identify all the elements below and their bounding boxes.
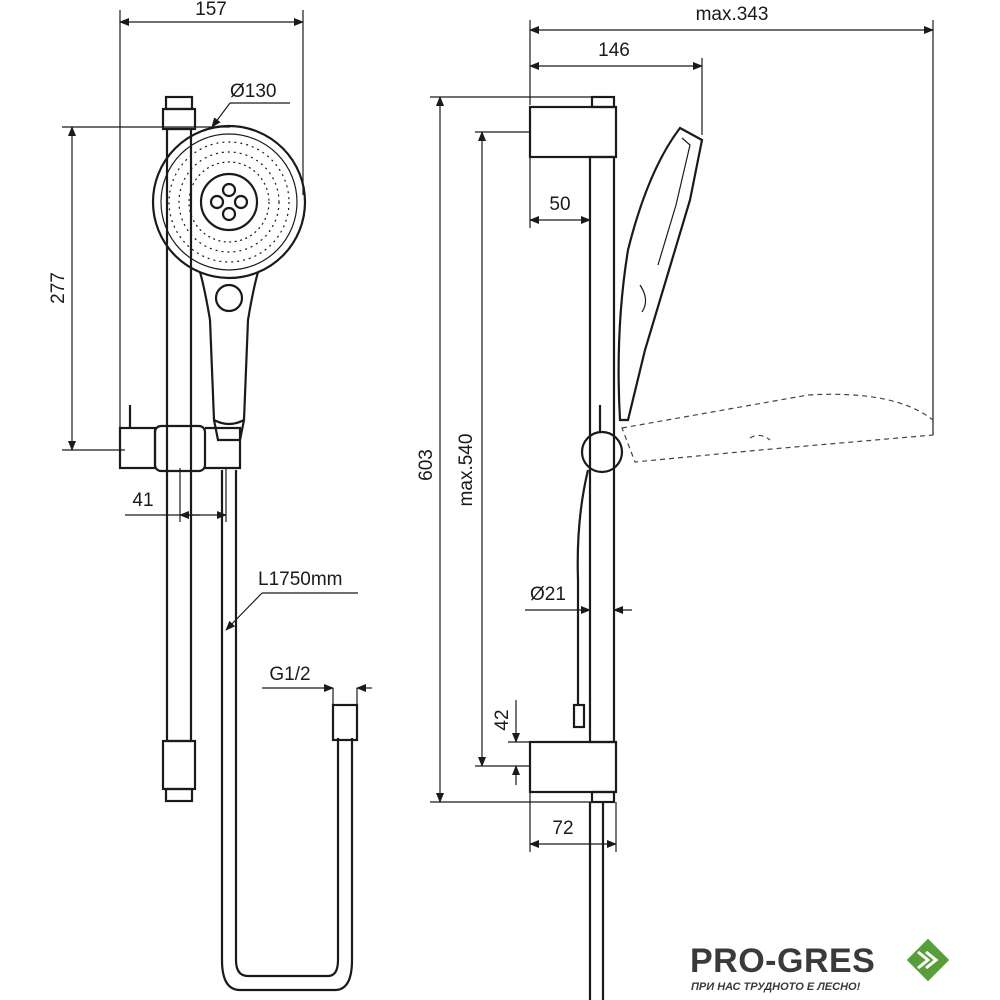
dim-157-label: 157 <box>195 0 227 20</box>
dim-42-label: 42 <box>492 709 513 730</box>
shower-head-side <box>617 126 704 422</box>
side-view: max.343 146 603 max.540 50 <box>416 4 934 1000</box>
spray-nozzles-outer <box>168 141 290 263</box>
rail-bar <box>165 127 193 743</box>
dim-72-label: 72 <box>552 818 573 839</box>
shower-head-ring <box>160 133 298 271</box>
leader-line <box>225 592 263 631</box>
dim-max540-label: max.540 <box>456 434 477 507</box>
rail-top-cap <box>164 95 194 111</box>
handle-connector <box>212 419 246 442</box>
center-nozzle <box>209 194 225 210</box>
rail-bottom-bracket <box>528 740 618 794</box>
spray-nozzles-inner <box>188 161 270 243</box>
hose-nut <box>331 703 359 742</box>
center-nozzle <box>221 182 237 198</box>
leader-line <box>211 102 231 128</box>
slider-knob <box>118 426 157 470</box>
logo-tagline: ПРИ НАС ТРУДНОТО Е ЛЕСНО! <box>691 981 861 993</box>
shower-head-center <box>199 172 259 232</box>
hose-side <box>576 469 590 705</box>
selector-button-side <box>639 284 647 313</box>
rail-bottom-cap <box>590 790 616 804</box>
shower-head-outer <box>151 124 307 280</box>
dim-d21-label: Ø21 <box>530 584 566 605</box>
dim-d130-label: Ø130 <box>230 81 276 102</box>
shower-hose-outer <box>220 470 354 992</box>
rail-bottom-cap <box>164 787 194 803</box>
front-view: 157 Ø130 277 <box>48 0 372 992</box>
slider-body <box>153 424 207 473</box>
logo-name: PRO-GRES <box>690 942 875 980</box>
spray-selector-button <box>214 283 244 313</box>
rail-bottom-bracket <box>161 739 197 791</box>
hose-connector-side <box>572 703 586 729</box>
rail-top-cap <box>590 95 616 109</box>
shower-head-tilted-dashed <box>621 393 934 463</box>
shower-head-face <box>657 137 691 266</box>
dim-50-label: 50 <box>549 194 570 215</box>
dim-277-label: 277 <box>48 272 69 304</box>
thread-label: G1/2 <box>269 664 310 685</box>
shower-handle <box>198 271 260 426</box>
slider-knob-side <box>580 430 624 474</box>
dim-41-label: 41 <box>132 490 153 511</box>
shower-hose-inner <box>234 470 340 978</box>
center-nozzle <box>221 206 237 222</box>
spray-nozzles-middle <box>178 151 280 253</box>
selector-button-dashed <box>749 434 771 441</box>
pro-gres-logo: PRO-GRES ПРИ НАС ТРУДНОТО Е ЛЕСНО! <box>690 938 950 993</box>
rail-top-bracket <box>528 105 618 159</box>
dim-146-label: 146 <box>598 40 630 61</box>
logo-diamond-icon <box>906 938 950 982</box>
rail-bar <box>588 155 616 744</box>
slider-holder <box>205 426 242 470</box>
center-nozzle <box>233 194 249 210</box>
dim-603-label: 603 <box>416 449 437 481</box>
dim-max343-label: max.343 <box>696 4 769 25</box>
rail-top-bracket <box>161 107 197 131</box>
hose-length-label: L1750mm <box>258 569 343 590</box>
